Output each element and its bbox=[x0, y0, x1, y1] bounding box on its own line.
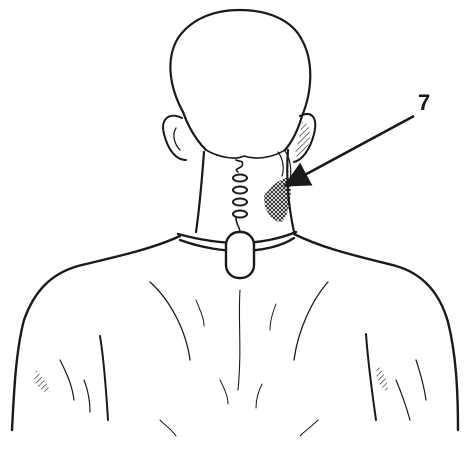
right-arm-texture bbox=[396, 360, 426, 420]
right-shoulder bbox=[294, 234, 458, 430]
left-shoulder bbox=[12, 236, 180, 430]
back-left-contour bbox=[150, 282, 190, 360]
neck-shaded-region bbox=[264, 178, 291, 222]
left-arm-texture bbox=[60, 360, 90, 412]
right-arm-hatching bbox=[376, 366, 388, 392]
neck-coil bbox=[233, 160, 247, 232]
nape-hairline bbox=[206, 150, 285, 158]
neck-shading-lines bbox=[278, 150, 291, 180]
neck-left bbox=[196, 152, 204, 232]
collar-pendant bbox=[226, 232, 254, 278]
head-left-side bbox=[183, 112, 206, 150]
left-arm-hatching bbox=[34, 370, 50, 392]
spine-line bbox=[238, 290, 240, 390]
back-right-contour bbox=[294, 282, 328, 360]
right-arm-crease bbox=[366, 334, 376, 420]
left-ear-detail bbox=[174, 128, 180, 150]
left-arm-crease bbox=[100, 336, 108, 420]
callout-label-7: 7 bbox=[418, 90, 430, 115]
